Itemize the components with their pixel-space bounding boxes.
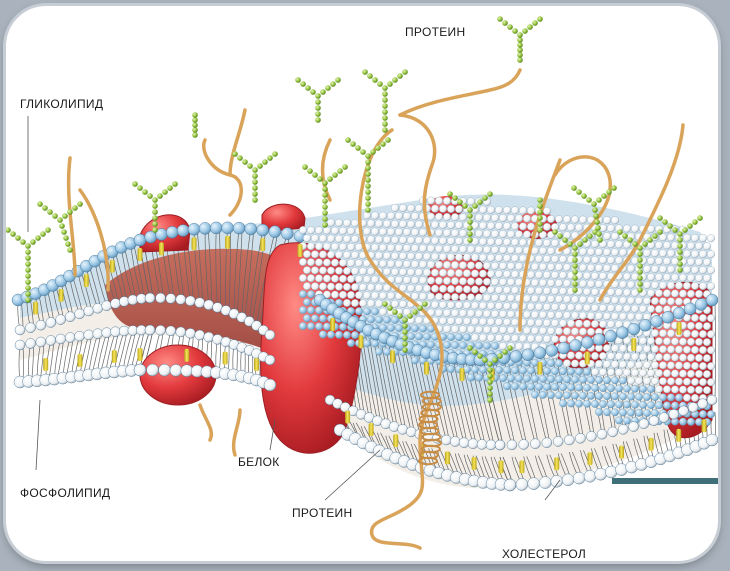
protein-chain-under-left [200, 405, 211, 440]
cell-membrane-diagram: ГЛИКОЛИПИД ПРОТЕИН ФОСФОЛИПИД ПРОТЕИН БЕ… [6, 6, 718, 561]
protein-chain-top [400, 70, 520, 115]
label-protein-top: ПРОТЕИН [405, 25, 465, 39]
label-cholesterol: ХОЛЕСТЕРОЛ [502, 547, 586, 561]
label-glycolipid: ГЛИКОЛИПИД [20, 97, 103, 111]
protein-chain-under-belok [234, 410, 240, 455]
pointer-bar [612, 478, 718, 484]
label-belok: БЕЛОК [238, 455, 280, 469]
protein-chain-left-stem [69, 158, 75, 275]
slide-frame: ГЛИКОЛИПИД ПРОТЕИН ФОСФОЛИПИД ПРОТЕИН БЕ… [6, 6, 718, 561]
protein-chain-upper-left [230, 110, 245, 175]
label-protein-bottom: ПРОТЕИН [292, 506, 352, 520]
label-phospholipid: ФОСФОЛИПИД [20, 486, 110, 500]
